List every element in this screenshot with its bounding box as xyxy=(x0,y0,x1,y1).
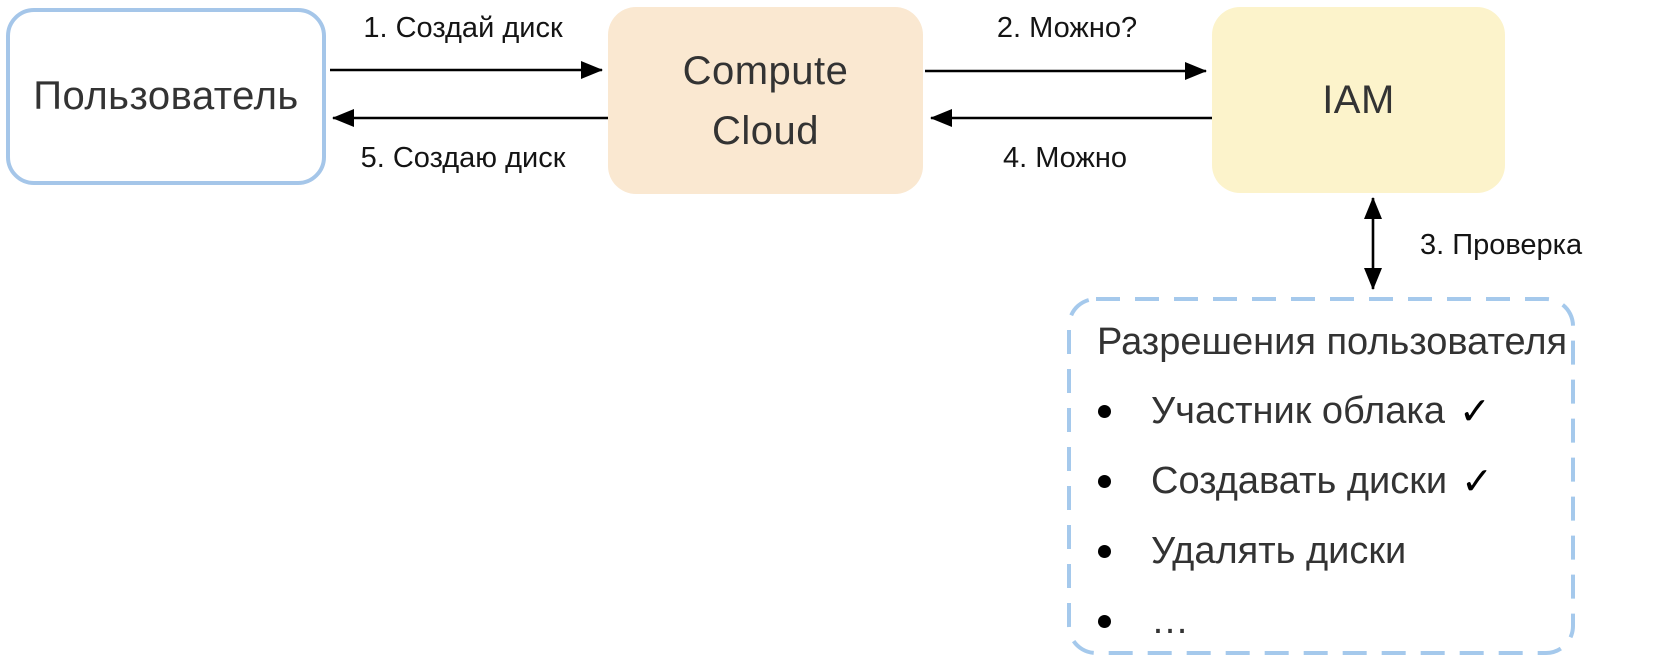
check-icon: ✓ xyxy=(1461,460,1493,503)
node-iam-label: IAM xyxy=(1322,77,1395,122)
bullet-icon xyxy=(1098,544,1111,558)
bullet-icon xyxy=(1098,404,1111,418)
permissions-list: Участник облака ✓ Создавать диски ✓ Удал… xyxy=(1067,376,1575,656)
arrow-4-label: 4. Можно xyxy=(1002,142,1128,174)
bullet-icon xyxy=(1098,614,1111,628)
node-compute-cloud: Compute Cloud xyxy=(608,7,923,194)
node-iam: IAM xyxy=(1212,7,1505,193)
permissions-box: Разрешения пользователя Участник облака … xyxy=(1067,297,1575,655)
permissions-title: Разрешения пользователя xyxy=(1097,321,1568,363)
list-item: Создавать диски ✓ xyxy=(1067,446,1575,516)
arrow-2-label: 2. Можно? xyxy=(996,12,1138,44)
bullet-icon xyxy=(1098,474,1111,488)
list-item: Участник облака ✓ xyxy=(1067,376,1575,446)
list-item: Удалять диски xyxy=(1067,516,1575,586)
permission-text: Участник облака xyxy=(1151,389,1445,432)
list-item: … xyxy=(1067,586,1575,656)
permission-text: Создавать диски xyxy=(1151,459,1448,502)
node-user-label: Пользователь xyxy=(33,74,299,118)
arrow-5-label: 5. Создаю диск xyxy=(360,142,566,174)
arrow-3-label: 3. Проверка xyxy=(1420,229,1583,261)
check-icon: ✓ xyxy=(1458,390,1491,433)
node-user: Пользователь xyxy=(6,8,326,185)
permission-text: Удалять диски xyxy=(1151,529,1407,572)
permission-text: … xyxy=(1151,599,1189,642)
arrow-1-label: 1. Создай диск xyxy=(363,12,563,44)
node-compute-cloud-label: Compute Cloud xyxy=(682,48,849,153)
